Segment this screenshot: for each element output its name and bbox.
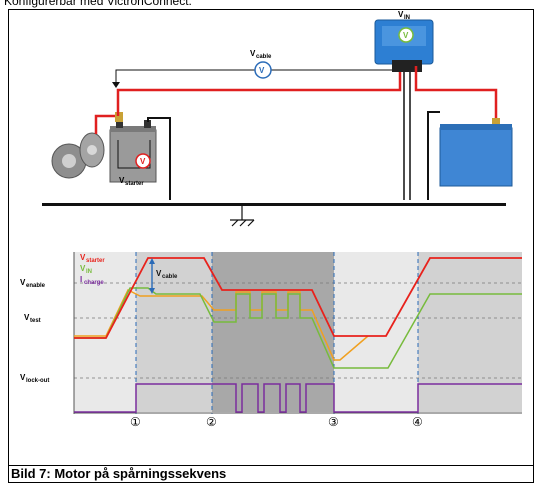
neg-wire-service: [427, 111, 440, 200]
ground-symbol: [230, 206, 255, 227]
vcable-annot: V: [156, 269, 162, 278]
vstarter-meter-label: V: [140, 157, 146, 166]
label-vlockout-sub: lock-out: [26, 378, 49, 384]
vin-label: V: [398, 10, 404, 19]
label-vstarter-sub: starter: [86, 258, 105, 264]
label-venable-sub: enable: [26, 283, 46, 289]
service-battery-icon: [439, 124, 513, 187]
vin-meter-label: V: [403, 31, 409, 40]
label-vin-sub: IN: [86, 269, 92, 275]
vstarter-meter: [135, 153, 151, 169]
red-wire-main: [116, 66, 402, 116]
sense-arrow: [112, 82, 120, 88]
phase-4-shade: [418, 252, 522, 412]
label-venable: V: [20, 278, 26, 287]
vstarter-trace: [74, 257, 522, 339]
neg-wire-starter: [147, 117, 171, 200]
fuse-starter: [115, 112, 123, 122]
vin-trace: [74, 287, 522, 369]
vcable-meter-label: V: [259, 66, 265, 75]
timing-diagram: V cable: [73, 252, 522, 414]
caption-rule: [8, 465, 534, 466]
vstarter-label: V: [119, 176, 125, 185]
label-vtest: V: [24, 313, 30, 322]
label-vlockout: V: [20, 373, 26, 382]
label-icharge-sub: charge: [84, 280, 104, 286]
phase-3-shade: [212, 252, 334, 412]
vstarter-loop: [117, 140, 151, 169]
enable-trace: [74, 383, 522, 413]
vstarter-sub: starter: [125, 181, 144, 187]
vin-sub: IN: [404, 15, 410, 21]
label-vin: V: [80, 264, 86, 273]
ground-bar: [42, 203, 506, 206]
marker-1: ①: [130, 415, 141, 429]
header-text: Konfigurerbar med VictronConnect.: [4, 0, 192, 8]
starter-battery-icon: [109, 120, 157, 183]
label-vstarter: V: [80, 253, 86, 262]
figure-frame: [8, 9, 534, 483]
vin-meter: [398, 27, 414, 43]
vcable-label: V: [250, 49, 256, 58]
alternator-icon: [51, 132, 105, 179]
red-wire-service: [414, 66, 498, 124]
figure-caption: Bild 7: Motor på spårningssekvens: [11, 466, 227, 481]
vcable-meter: [254, 61, 272, 79]
marker-2: ②: [206, 415, 217, 429]
vcable-sub: cable: [256, 54, 272, 60]
label-vtest-sub: test: [30, 318, 41, 324]
marker-3: ③: [328, 415, 339, 429]
label-icharge: I: [80, 275, 82, 284]
vcable-annot-sub: cable: [162, 274, 178, 280]
phase-2-shade: [136, 252, 212, 412]
marker-4: ④: [412, 415, 423, 429]
